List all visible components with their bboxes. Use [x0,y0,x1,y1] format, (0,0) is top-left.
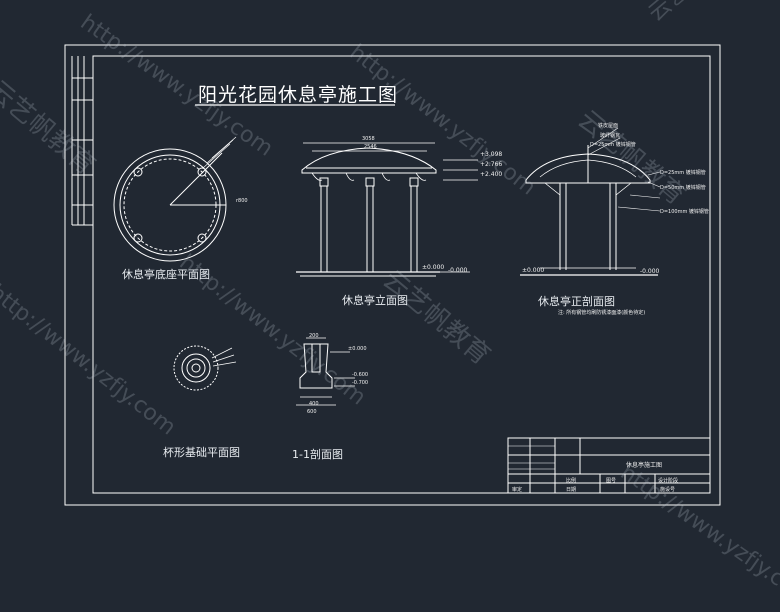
level-ground: ±0.000 [422,264,445,271]
level-3: +2.400 [480,171,503,178]
dim-overall: 3058 [362,136,375,142]
plan-radius: r800 [236,198,248,204]
level-2: +2.766 [480,161,503,168]
section-view [520,127,661,276]
section-1-1 [296,337,355,406]
level-top: +3.098 [480,151,503,158]
titleblock-sheet-no: 施设号 [660,487,676,493]
titleblock-design-label: 设计阶段 [658,478,679,484]
foundation-level-1: -0.600 [352,372,369,378]
drawing-title: 阳光花园休息亭施工图 [198,84,399,106]
caption-cup-plan: 杯形基础平面图 [163,446,240,459]
section-note-1: 铁皮屋面 [598,123,619,129]
elevation-view [296,142,478,277]
titleblock-scale: 比例 [566,478,577,484]
titleblock-sheet-label: 图号 [606,478,617,484]
left-margin-strip [71,56,93,226]
drawing-canvas [64,44,721,506]
caption-plan: 休息亭底座平面图 [122,268,210,281]
section-level-left: ±0.000 [522,267,545,274]
plan-view [113,136,237,262]
section-level-right: -0.000 [640,268,660,275]
section-note-4: D=25mm 镀锌钢管 [660,170,706,176]
section-note-3: D=25mm 镀锌钢管 [590,142,636,148]
foundation-level-0: ±0.000 [348,346,367,352]
title-block [507,437,711,494]
section-footnote: 注: 所有钢管均刷防锈漆面漆(颜色待定) [558,310,646,316]
foundation-level-2: -0.700 [352,380,369,386]
cup-foundation-plan [173,345,237,391]
caption-section: 休息亭正剖面图 [538,295,615,308]
dim-inner: 2546 [364,144,377,150]
outer-border [64,44,721,506]
level-ground-right: -0.000 [448,267,468,274]
foundation-dim-200: 200 [309,333,319,339]
foundation-dim-400: 400 [309,401,319,407]
titleblock-date: 日期 [566,487,577,493]
section-note-2: 玻纤钢瓦 [600,133,621,139]
titleblock-drawing-title: 休息亭施工图 [626,462,663,469]
inner-border [92,55,711,494]
caption-section-1-1: 1-1剖面图 [292,448,343,461]
caption-elevation: 休息亭立面图 [342,294,408,307]
foundation-dim-600: 600 [307,409,317,415]
section-note-5: D=50mm 镀锌钢管 [660,185,706,191]
section-note-6: D=100mm 镀锌钢管 [660,209,709,215]
titleblock-review: 审定 [512,487,523,493]
